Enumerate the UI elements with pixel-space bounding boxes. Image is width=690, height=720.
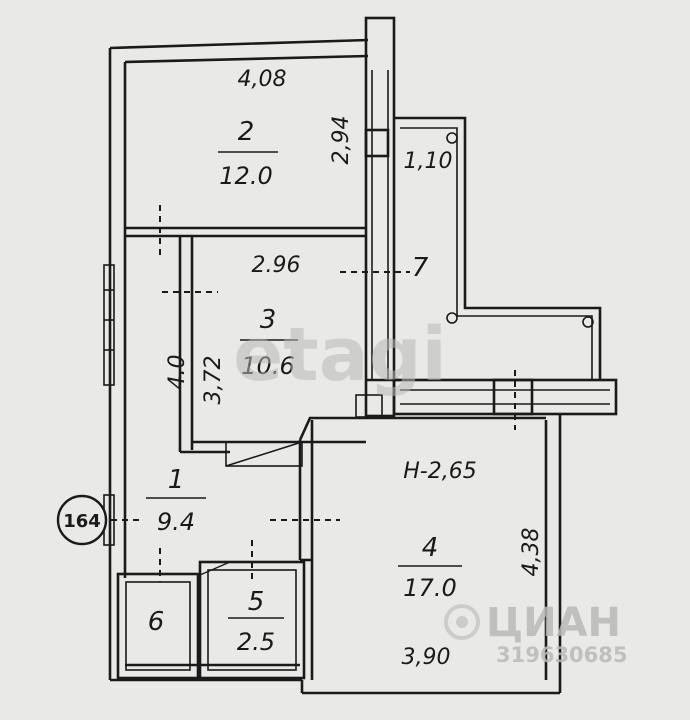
room-6-number: 6 [148, 607, 165, 637]
room-number: 3 [260, 305, 277, 335]
dim-room3-width: 2.96 [252, 253, 301, 278]
room-number: 2 [238, 117, 255, 147]
dim-room4-width: 3,90 [402, 645, 451, 670]
room-2-label: 2 12.0 [218, 117, 278, 190]
room-3-label: 3 10.6 [240, 305, 298, 380]
dim-corridor-length: 4.0 [165, 355, 190, 390]
balcony-outline [392, 116, 618, 416]
cian-watermark: ЦИАН 319630685 [444, 600, 628, 667]
room-area: 17.0 [403, 574, 456, 602]
room-number: 5 [248, 587, 265, 617]
room-area: 9.4 [157, 508, 195, 536]
dim-room2-width: 4,08 [238, 67, 287, 92]
room-number: 4 [422, 533, 439, 563]
etagi-watermark: etagi [233, 312, 447, 398]
cian-logo-icon [444, 604, 480, 640]
room-4-label: 4 17.0 [398, 533, 462, 602]
dim-room4-depth: 4,38 [519, 528, 544, 577]
cian-brand: ЦИАН [486, 600, 621, 646]
room-area: 10.6 [241, 352, 294, 380]
listing-id: 319630685 [496, 643, 628, 667]
dim-room3-depth: 3,72 [201, 356, 226, 405]
room-area: 2.5 [237, 628, 275, 656]
partitions [116, 226, 546, 680]
central-wall-column [355, 16, 400, 418]
room-number: 1 [168, 465, 185, 495]
room-7-number: 7 [412, 253, 429, 283]
dim-ceiling-height: H-2,65 [403, 459, 476, 484]
section-marks [100, 205, 516, 582]
apartment-number-badge: 164 [56, 494, 108, 546]
dim-room2-depth: 2,94 [329, 116, 354, 165]
room-1-label: 1 9.4 [146, 465, 206, 536]
room-5-label: 5 2.5 [228, 587, 284, 656]
room-area: 12.0 [219, 162, 272, 190]
dim-balcony-depth: 1,10 [404, 149, 453, 174]
apartment-number: 164 [63, 511, 101, 532]
